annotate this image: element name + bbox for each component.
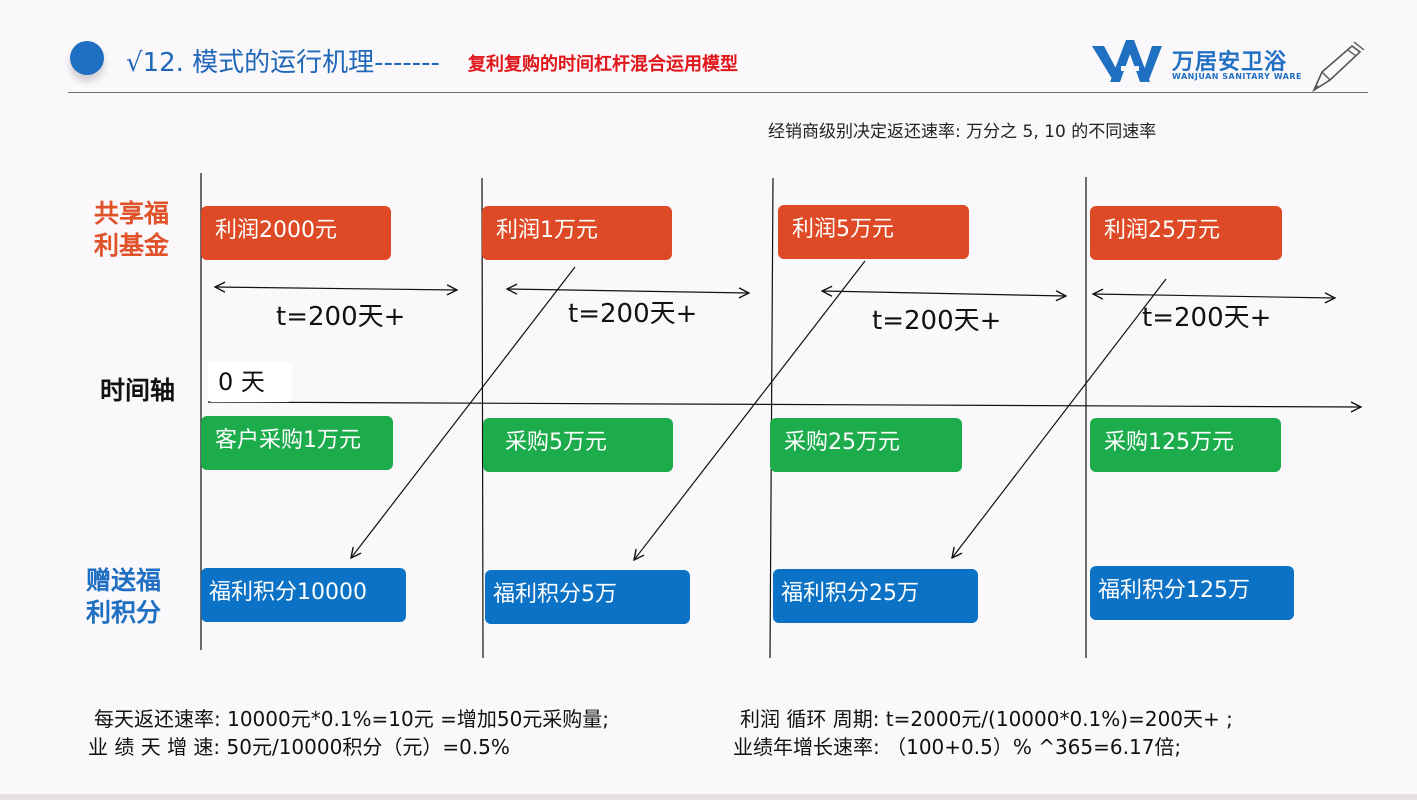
- purchase-box: 采购5万元: [483, 418, 673, 472]
- profit-box: 利润25万元: [1090, 206, 1282, 260]
- purchase-box: 客户采购1万元: [201, 416, 393, 470]
- period-arrow: [822, 291, 1066, 296]
- period-arrow: [507, 289, 749, 293]
- points-box: 福利积分5万: [485, 570, 690, 624]
- period-label: t=200天+: [276, 302, 406, 332]
- rate-note: 经销商级别决定返还速率: 万分之 5, 10 的不同速率: [768, 122, 1157, 142]
- period-arrow: [1093, 294, 1335, 298]
- points-row-label: 赠送福 利积分: [86, 565, 161, 629]
- page-title: √12. 模式的运行机理-------: [126, 48, 440, 78]
- timeline-axis-arrow: [207, 402, 1361, 407]
- daily-growth-formula: 业 绩 天 增 速: 50元/10000积分（元）=0.5%: [88, 735, 510, 759]
- timeline-row-label: 时间轴: [100, 376, 176, 405]
- page-subtitle: 复利复购的时间杠杆混合运用模型: [468, 54, 738, 75]
- daily-return-rate-formula: 每天返还速率: 10000元*0.1%=10元 =增加50元采购量;: [94, 707, 610, 731]
- purchase-box: 采购125万元: [1090, 418, 1281, 472]
- points-box: 福利积分25万: [773, 569, 978, 623]
- fund-row-label-line1: 共享福: [94, 199, 170, 228]
- points-box: 福利积分10000: [201, 568, 406, 622]
- points-box: 福利积分125万: [1090, 566, 1294, 620]
- brand-logo-icon: [1092, 40, 1162, 82]
- fund-row-label-line2: 利基金: [94, 231, 170, 260]
- header-bullet-icon: [70, 41, 104, 75]
- period-label: t=200天+: [568, 299, 698, 329]
- period-label: t=200天+: [872, 306, 1002, 336]
- flow-arrow: [351, 266, 576, 558]
- bottom-bar: [0, 794, 1417, 800]
- fund-row-label: 共享福 利基金: [94, 198, 169, 262]
- period-arrow: [215, 287, 457, 290]
- brand-name: 万居安卫浴: [1172, 50, 1288, 75]
- profit-cycle-formula: 利润 循环 周期: t=2000元/(10000*0.1%)=200天+ ;: [740, 707, 1233, 731]
- header-divider: [68, 92, 1368, 93]
- flow-arrow: [952, 278, 1167, 558]
- profit-box: 利润2000元: [201, 206, 391, 260]
- period-label: t=200天+: [1142, 303, 1272, 333]
- points-row-label-line2: 利积分: [86, 598, 162, 627]
- points-row-label-line1: 赠送福: [86, 566, 162, 595]
- flow-arrow: [634, 260, 866, 560]
- timeline-start-label: 0 天: [208, 362, 292, 402]
- annual-growth-formula: 业绩年增长速率: （100+0.5）% ^365=6.17倍;: [733, 735, 1182, 759]
- profit-box: 利润5万元: [778, 205, 969, 259]
- brand-subtext: WANJUAN SANITARY WARE: [1172, 72, 1302, 81]
- vertical-divider: [481, 177, 484, 659]
- vertical-divider: [769, 177, 774, 659]
- profit-box: 利润1万元: [482, 206, 672, 260]
- pen-icon: [1312, 41, 1365, 93]
- purchase-box: 采购25万元: [770, 418, 962, 472]
